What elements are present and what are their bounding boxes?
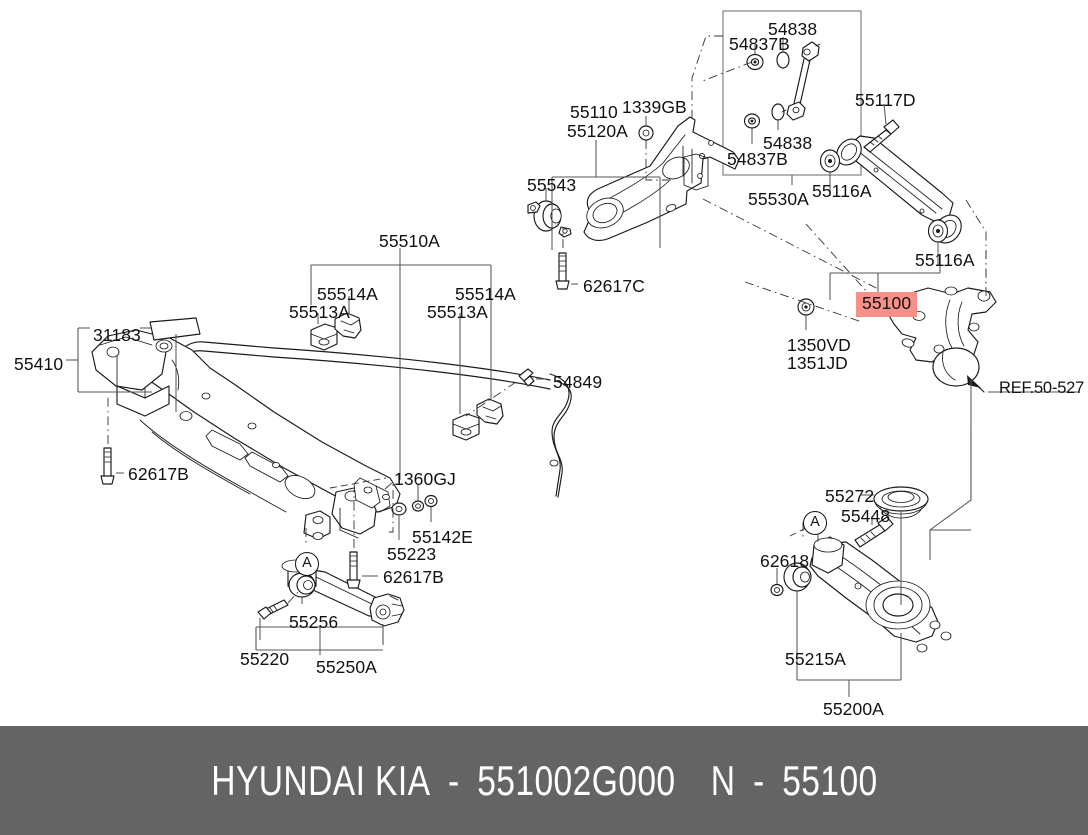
bush-55116a-left [819,149,841,196]
washer-1350vd [797,298,815,330]
lateral-arm-assembly [255,477,438,655]
callout-55272: 55272 [825,486,875,506]
banner-side-code: N [710,756,735,804]
rear-lower-arm-assembly [770,430,972,697]
bracket-55514a-left [334,296,362,339]
callout-55513a-right: 55513A [427,302,488,322]
callout-62618: 62618 [760,551,810,571]
callout-1339gb: 1339GB [622,97,687,117]
callout-55100-highlighted: 55100 [856,292,918,317]
callout-54837b-lower: 54837B [727,149,788,169]
bolt-55448 [854,516,894,548]
marker-a-lateral-arm: A [295,552,319,576]
callout-1350vd: 1350VD [787,335,851,355]
callout-55200a: 55200A [823,699,884,719]
nut-62618 [770,568,784,597]
callout-55110: 55110 [570,102,618,122]
bush-55215a [783,562,812,644]
banner-ref-number: 55100 [781,756,878,804]
ball-joint-55250a [369,593,405,645]
bush-55513a-left [310,313,338,351]
bolt-62617b-lateral [346,490,378,589]
banner-dash-1: - [447,756,460,804]
bolt-62617c [555,228,578,290]
nut-1360gj [411,484,425,512]
callout-62617b-left: 62617B [128,464,189,484]
callout-55215a: 55215A [785,649,846,669]
callout-55513a-left: 55513A [289,302,350,322]
exploded-diagram-drawing: .ln{fill:none;stroke:#1a1a1a;stroke-widt… [66,10,1078,697]
callout-55223: 55223 [387,544,437,564]
callout-55543: 55543 [527,175,577,195]
bolt-55220 [257,591,299,640]
detail-box-55530a [691,10,862,185]
callout-55220: 55220 [240,649,290,669]
callout-54837b-upper: 54837B [729,34,790,54]
callout-55120a: 55120A [567,121,628,141]
callout-ref-50-527: REF.50-527 [999,379,1085,397]
callout-55117d: 55117D [855,90,916,110]
bolt-62617b-left [100,394,124,485]
bolt-55117d [863,103,900,153]
bracket-55514a-right [476,296,504,425]
callout-55514a-right: 55514A [455,284,516,304]
bush-55256 [288,572,316,604]
callout-55530a: 55530A [748,189,809,209]
washer-55223 [391,502,407,540]
banner-brand: HYUNDAI KIA [210,756,430,804]
callout-55142e: 55142E [412,527,473,547]
rear-knuckle-55100 [744,250,1078,430]
trailing-arm-assembly [527,116,881,291]
callout-55448: 55448 [841,506,891,526]
marker-a-lower-arm: A [803,511,827,535]
callout-55410: 55410 [14,354,64,374]
pin-54849 [518,368,546,387]
callout-55116a-left: 55116A [812,181,872,201]
callout-1360gj: 1360GJ [394,469,456,489]
callout-55116a-right: 55116A [915,250,975,270]
nut-1339gb [638,116,654,141]
callout-31183: 31183 [93,325,141,345]
callout-54838-lower: 54838 [763,133,813,153]
assist-arm-assembly [805,103,987,303]
stabilizer-link-rod [781,41,821,121]
bush-55116a-right [927,219,949,265]
callout-54849: 54849 [553,372,603,392]
banner-part-number: 551002G000 [476,756,676,804]
callout-55256: 55256 [289,612,339,632]
callout-62617c: 62617C [583,276,645,296]
callout-55250a: 55250A [316,657,377,677]
callout-1351jd: 1351JD [787,353,848,373]
callout-62617b-lateral: 62617B [383,567,444,587]
callout-55514a-left: 55514A [317,284,378,304]
callout-55510a: 55510A [379,231,440,251]
bush-55513a-right [452,313,480,441]
nut-55142e [424,494,438,522]
rear-crossmember-55410 [66,317,401,540]
spring-pad-55272 [860,486,929,605]
callout-54838-upper: 54838 [768,19,818,39]
banner-dash-2: - [752,756,765,804]
